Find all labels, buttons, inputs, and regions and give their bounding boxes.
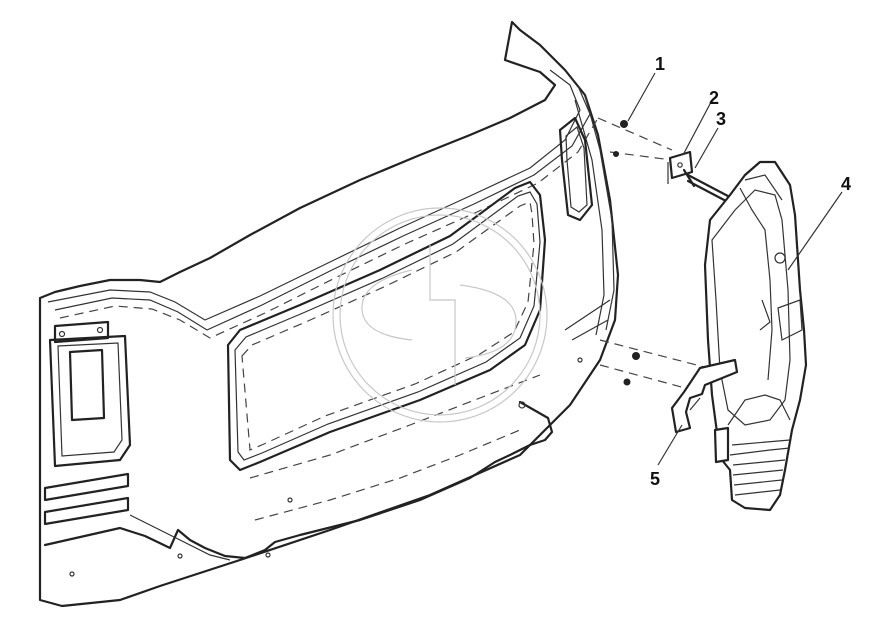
callout-1: 1 xyxy=(655,54,665,74)
part-2-upper-bracket xyxy=(667,150,694,184)
callout-2: 2 xyxy=(709,88,719,108)
cab-side-panel xyxy=(38,20,620,608)
callout-leaders xyxy=(627,72,843,466)
assembly-lines xyxy=(597,117,736,393)
part-1-nut xyxy=(613,120,640,386)
part-4-air-intake xyxy=(703,160,808,512)
callout-4: 4 xyxy=(841,174,851,194)
watermark-logo xyxy=(332,207,548,423)
part-5-lower-bracket xyxy=(670,358,739,434)
callout-labels: 1 2 3 4 5 xyxy=(650,54,851,489)
callout-3: 3 xyxy=(716,109,726,129)
callout-5: 5 xyxy=(650,469,660,489)
